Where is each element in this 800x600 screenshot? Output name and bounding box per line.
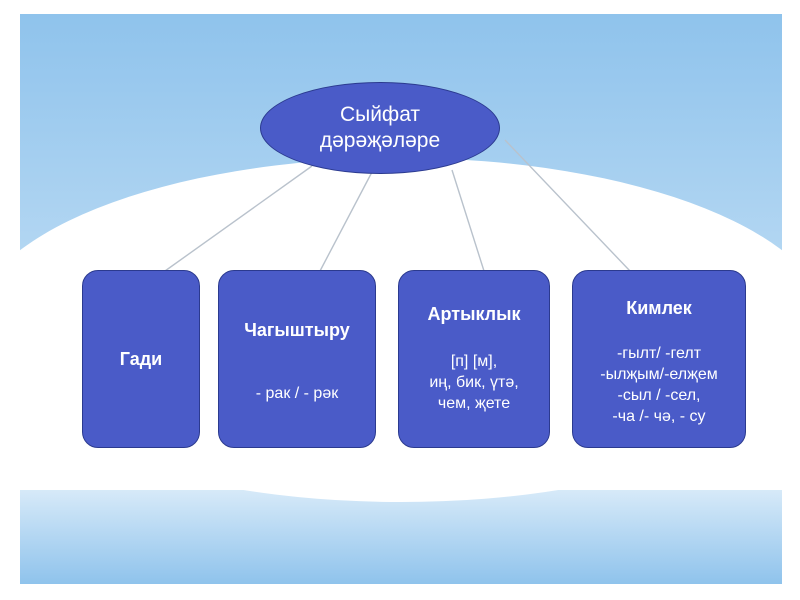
connector-artyklyk (451, 169, 485, 272)
category-card-chagyshtyru: Чагыштыру - рак / - рәк (218, 270, 376, 448)
category-card-gadi: Гади (82, 270, 200, 448)
suffix-line: -ча /- чә, - су (612, 408, 706, 425)
suffix-line: -сыл / -сел, (617, 387, 701, 404)
suffix-line: чем, җете (437, 395, 511, 412)
connector-lines (164, 139, 631, 272)
category-card-artyklyk: Артыклык [п] [м], иң, бик, үтә, чем, җет… (398, 270, 550, 448)
category-title: Артыклык (427, 304, 521, 324)
suffix-line: -гылт/ -гелт (616, 345, 702, 362)
category-suffix-list: -гылт/ -гелт -ылҗым/-елҗем -сыл / -сел, … (600, 343, 717, 427)
category-title: Чагыштыру (244, 320, 350, 340)
suffix-line: иң, бик, үтә, (429, 374, 519, 391)
suffix-line: [п] [м], (450, 353, 498, 370)
category-suffix-list: - рак / - рәк (256, 383, 338, 404)
root-label-line-1: Сыйфат (339, 103, 421, 126)
root-label-line-2: дәрәҗәләре (319, 129, 441, 152)
suffix-line: - рак / - рәк (255, 385, 339, 402)
suffix-line: -ылҗым/-елҗем (600, 366, 718, 383)
connector-gadi (164, 165, 313, 272)
category-suffix-list: [п] [м], иң, бик, үтә, чем, җете (429, 351, 518, 414)
category-title: Кимлек (626, 298, 692, 318)
category-title: Гади (119, 349, 163, 369)
connector-kimlek (504, 139, 631, 272)
root-node-sifat-darajalare: Сыйфат дәрәҗәләре (260, 82, 500, 174)
connector-chagyshtyru (319, 171, 373, 272)
category-card-kimlek: Кимлек -гылт/ -гелт -ылҗым/-елҗем -сыл /… (572, 270, 746, 448)
